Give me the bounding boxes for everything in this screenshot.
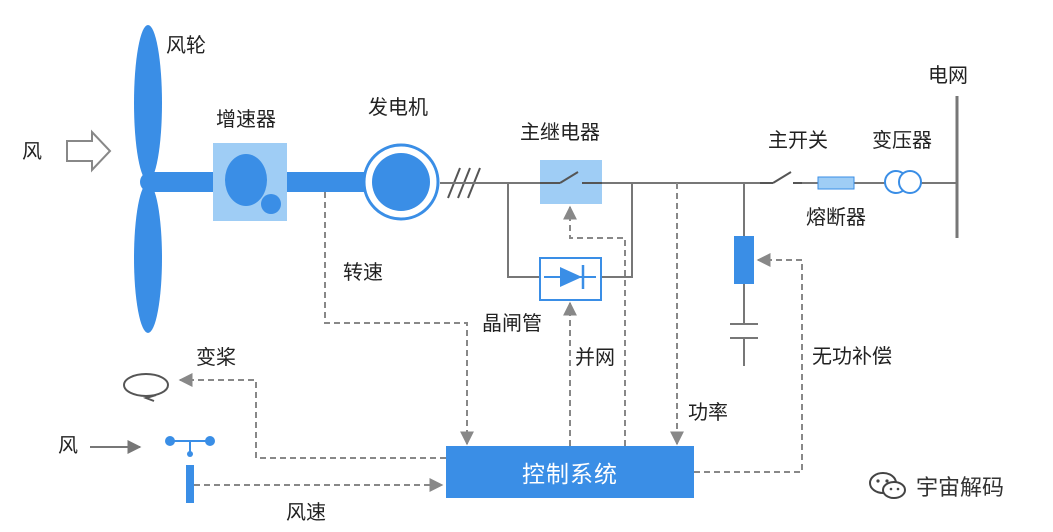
grid-connect-label: 并网 [575, 345, 615, 369]
wind-speed-label: 风速 [286, 500, 326, 524]
watermark: 宇宙解码 [868, 470, 1004, 502]
fuse-label: 熔断器 [806, 205, 866, 229]
wind-input-label: 风 [22, 139, 42, 163]
pitch-icon [123, 373, 169, 402]
control-signal-lines [178, 183, 803, 492]
main-relay [540, 160, 602, 204]
fuse [817, 176, 855, 190]
power-label: 功率 [688, 400, 728, 424]
pitch-signal-line [178, 373, 446, 459]
main-switch-label: 主开关 [768, 128, 828, 152]
reactive-comp-label: 无功补偿 [812, 344, 892, 368]
thyristor [539, 257, 602, 301]
wechat-icon [869, 472, 906, 499]
thyristor-label: 晶闸管 [482, 311, 542, 335]
control-system-label: 控制系统 [522, 462, 618, 488]
transformer [884, 170, 922, 194]
wind-arrow-icon [66, 129, 112, 173]
rotor-label: 风轮 [166, 33, 206, 57]
generator-label: 发电机 [368, 95, 428, 119]
main-switch [760, 171, 802, 192]
gearbox [213, 143, 287, 221]
generator [362, 143, 440, 221]
speed-label: 转速 [343, 260, 383, 284]
watermark-text: 宇宙解码 [916, 476, 1005, 501]
anemometer-icon [165, 436, 215, 503]
rotor-blades [134, 25, 162, 333]
wind-sensor-label: 风 [58, 433, 78, 457]
reactive-compensation-branch [730, 183, 758, 366]
pitch-label: 变桨 [196, 345, 236, 369]
grid-label: 电网 [928, 63, 968, 87]
relay-control-signal-line [563, 205, 626, 446]
transformer-label: 变压器 [872, 128, 932, 152]
control-system-box: 控制系统 [446, 446, 694, 498]
speed-signal-line [324, 192, 474, 446]
reactive-control-signal-line [694, 253, 803, 473]
gearbox-label: 增速器 [216, 107, 276, 131]
main-relay-label: 主继电器 [520, 120, 600, 144]
